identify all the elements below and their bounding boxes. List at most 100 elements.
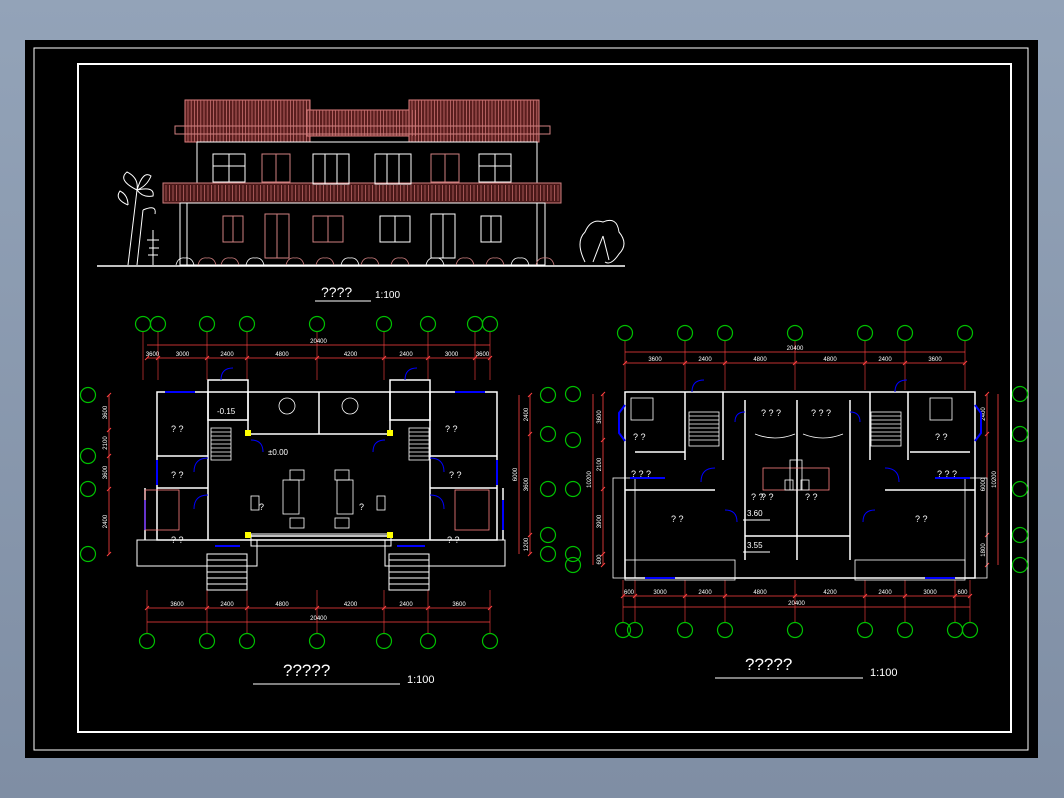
dimension-label: 600	[624, 590, 635, 596]
dimension-label: 2400	[399, 602, 413, 608]
axis-bubble	[716, 621, 734, 639]
dimension-label: 600	[597, 554, 603, 565]
dimension-label: 1200	[524, 537, 530, 551]
dimension-label: 4800	[275, 602, 289, 608]
overall-dimension: 10200	[992, 470, 998, 487]
axis-bubble	[564, 545, 582, 563]
dimension-label: 2400	[524, 407, 530, 421]
axis-bubble	[961, 621, 979, 639]
dimension-label: 2400	[698, 590, 712, 596]
axis-bubble	[308, 632, 326, 650]
plan1-stairs	[210, 427, 430, 461]
plan2-balcony-railings	[612, 477, 988, 581]
plan1-axis-bubbles	[79, 315, 557, 650]
room-label: ? ?	[447, 535, 460, 545]
dimension-label: 3600	[597, 410, 603, 424]
axis-bubble	[308, 315, 326, 333]
overall-dimension: 20400	[310, 616, 327, 622]
dimension-label: 2400	[878, 357, 892, 363]
dimension-label: 3600	[524, 477, 530, 491]
dimension-label: 4200	[344, 602, 358, 608]
plan1-furniture	[144, 397, 490, 531]
axis-bubble	[1011, 480, 1029, 498]
axis-bubble	[539, 480, 557, 498]
axis-bubble	[564, 556, 582, 574]
plan1-doors	[193, 367, 445, 510]
dimension-label: 6000	[981, 477, 987, 491]
roof-right	[408, 99, 540, 143]
room-label: ? ?	[633, 432, 646, 442]
plan2-doors	[691, 379, 908, 523]
tree-right	[579, 219, 625, 264]
axis-bubble	[198, 632, 216, 650]
room-label: ? ?	[171, 470, 184, 480]
ground-storey-wall	[179, 202, 546, 266]
axis-bubble	[375, 315, 393, 333]
tree-left	[117, 171, 156, 266]
axis-bubble	[238, 632, 256, 650]
dimension-label: 3000	[923, 590, 937, 596]
ground-windows	[222, 213, 502, 259]
axis-bubble	[956, 324, 974, 342]
plan2-windows	[618, 404, 982, 579]
upper-floor-plan: 3600 2400 4800 4800 2400 3600 20400 600 3000 2400…	[564, 324, 1029, 679]
axis-bubble	[896, 324, 914, 342]
elevation-title: ????	[321, 284, 352, 300]
room-label: ? ?	[449, 470, 462, 480]
room-label: ? ?	[671, 514, 684, 524]
roof-center	[306, 109, 418, 137]
dimension-label: 3000	[653, 590, 667, 596]
dimension-label: 2400	[878, 590, 892, 596]
axis-bubble	[786, 324, 804, 342]
front-elevation: ???? 1:100	[97, 99, 625, 302]
dimension-label: 2100	[103, 436, 109, 450]
axis-bubble	[676, 324, 694, 342]
dimension-label: 2400	[103, 514, 109, 528]
room-label: ? ? ?	[811, 408, 831, 418]
axis-bubble	[1011, 556, 1029, 574]
axis-bubble	[481, 315, 499, 333]
room-label: ? ?	[445, 424, 458, 434]
dimension-label: 4200	[344, 352, 358, 358]
plan1-windows	[144, 391, 504, 547]
room-label: ? ?	[761, 492, 774, 502]
dimension-label: 4800	[753, 590, 767, 596]
overall-dimension: 6000	[513, 467, 519, 481]
overall-dimension: 20400	[787, 346, 804, 352]
axis-bubble	[238, 315, 256, 333]
axis-bubble	[564, 480, 582, 498]
room-label: ? ?	[935, 432, 948, 442]
axis-bubble	[1011, 526, 1029, 544]
plan2-level-2: 3.55	[747, 541, 763, 550]
dimension-label: 4800	[275, 352, 289, 358]
dimension-label: 4800	[753, 357, 767, 363]
axis-bubble	[539, 526, 557, 544]
axis-bubble	[626, 621, 644, 639]
axis-bubble	[198, 315, 216, 333]
dimension-label: 3600	[648, 357, 662, 363]
plan2-scale: 1:100	[870, 667, 898, 679]
overall-dimension: 10200	[587, 470, 593, 487]
axis-bubble	[79, 480, 97, 498]
plan2-dimensions: 3600 2400 4800 4800 2400 3600 20400 600 3000 2400…	[587, 346, 999, 608]
axis-bubble	[716, 324, 734, 342]
room-label: ? ?	[915, 514, 928, 524]
dimension-label: 2100	[597, 457, 603, 471]
dimension-label: 3900	[597, 514, 603, 528]
room-label: ? ?	[171, 535, 184, 545]
dimension-label: 2400	[220, 352, 234, 358]
shrubs	[175, 257, 555, 266]
axis-bubble	[466, 315, 484, 333]
axis-bubble	[564, 385, 582, 403]
room-label: ? ?	[171, 424, 184, 434]
axis-bubble	[539, 425, 557, 443]
dimension-label: 3600	[928, 357, 942, 363]
axis-bubble	[564, 431, 582, 449]
dimension-label: 4800	[823, 357, 837, 363]
axis-bubble	[676, 621, 694, 639]
axis-bubble	[896, 621, 914, 639]
axis-bubble	[614, 621, 632, 639]
